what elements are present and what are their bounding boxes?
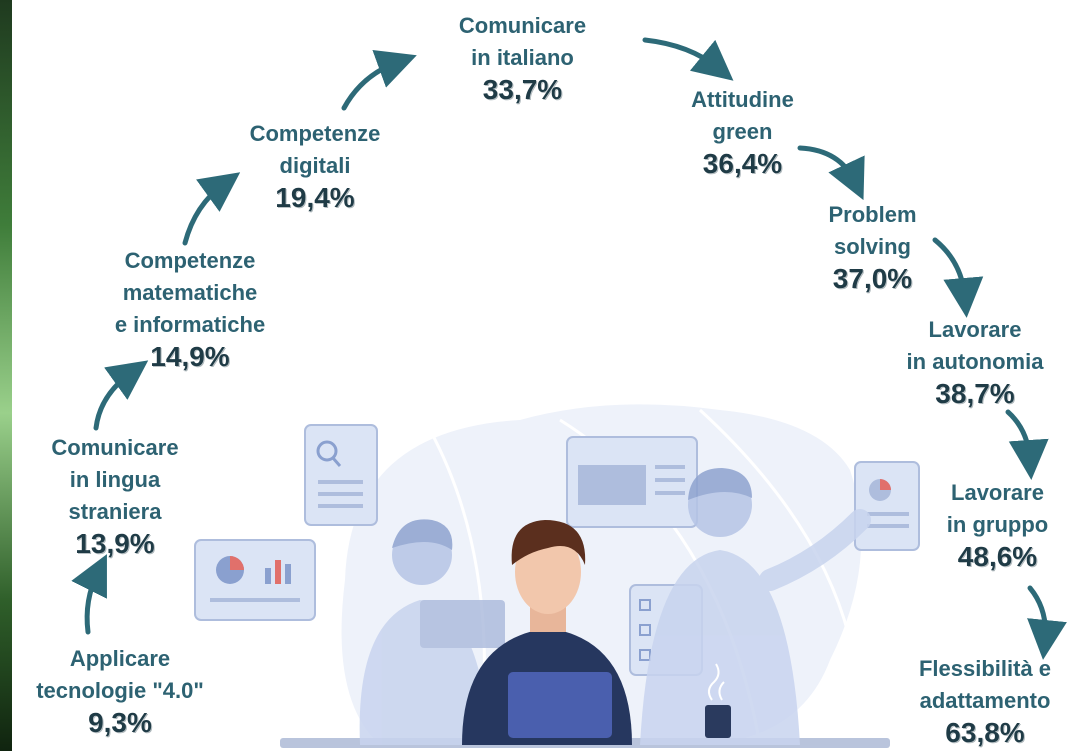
pie-doc-card (854, 461, 920, 551)
skill-percent: 9,3% (88, 707, 152, 738)
skill-label-line: Flessibilità e (918, 656, 1052, 681)
skill-percent: 33,7% (482, 74, 563, 105)
skill-label-line: Attitudine (691, 87, 794, 112)
skill-competenze-digitali: Competenze digitali 19,4% (215, 118, 415, 214)
skill-percent: 14,9% (150, 341, 230, 372)
skill-percent: 48,6% (957, 541, 1038, 572)
skill-flessibilita-adattamento: Flessibilità e adattamento 63,8% (895, 653, 1075, 749)
skill-comunicare-italiano: Comunicare in italiano 33,7% (420, 10, 625, 106)
skill-label-line: in autonomia (906, 349, 1044, 374)
skill-percent: 36,4% (702, 148, 783, 179)
search-doc-card (304, 424, 378, 526)
skill-label-line: in lingua (69, 467, 161, 492)
skill-label-line: Lavorare (928, 317, 1022, 342)
skill-label-line: solving (833, 234, 911, 259)
arrow-1 (71, 554, 107, 635)
skill-percent: 37,0% (832, 263, 913, 294)
arrow-9 (1027, 585, 1067, 660)
skill-label-line: Lavorare (951, 480, 1044, 505)
skill-percent: 19,4% (275, 182, 355, 213)
skill-comunicare-lingua-straniera: Comunicare in lingua straniera 13,9% (20, 432, 210, 560)
arrow-4 (341, 49, 417, 111)
arrow-7 (932, 237, 984, 318)
arrow-8 (1005, 409, 1049, 480)
skill-label-line: e informatiche (114, 312, 266, 337)
screen-card (566, 436, 698, 528)
skill-label-line: in gruppo (946, 512, 1049, 537)
skill-label-line: Comunicare (51, 435, 179, 460)
skill-label-line: Competenze (124, 248, 256, 273)
arrow-5 (642, 37, 734, 81)
skill-label-line: tecnologie "4.0" (36, 678, 204, 703)
left-edge-decoration (0, 0, 12, 751)
mug (705, 705, 731, 738)
chart-card (194, 539, 316, 621)
arrow-6 (797, 145, 865, 201)
skill-percent: 63,8% (945, 717, 1025, 748)
center-person (462, 520, 632, 745)
skill-label-line: Competenze (249, 121, 381, 146)
skill-label-line: green (712, 119, 773, 144)
laptop (508, 672, 612, 738)
skill-label-line: straniera (68, 499, 162, 524)
skill-attitudine-green: Attitudine green 36,4% (650, 84, 835, 180)
skill-label-line: Applicare (69, 646, 171, 671)
skill-competenze-matematiche: Competenze matematiche e informatiche 14… (85, 245, 295, 373)
skill-applicare-tecnologie: Applicare tecnologie "4.0" 9,3% (20, 643, 220, 739)
left-person (359, 519, 505, 745)
skill-label-line: Comunicare (458, 13, 587, 38)
right-person (640, 468, 871, 745)
arrow-3 (182, 172, 241, 246)
arrow-2 (93, 360, 149, 431)
skill-label-line: Problem (828, 202, 917, 227)
skill-lavorare-gruppo: Lavorare in gruppo 48,6% (920, 477, 1075, 573)
skill-percent: 38,7% (935, 378, 1015, 409)
skill-label-line: in italiano (471, 45, 574, 70)
skill-label-line: digitali (279, 153, 351, 178)
skill-label-line: adattamento (919, 688, 1051, 713)
skill-lavorare-autonomia: Lavorare in autonomia 38,7% (875, 314, 1075, 410)
steam (708, 663, 725, 701)
skill-percent: 13,9% (75, 528, 155, 559)
skill-problem-solving: Problem solving 37,0% (780, 199, 965, 295)
skill-label-line: matematiche (122, 280, 258, 305)
